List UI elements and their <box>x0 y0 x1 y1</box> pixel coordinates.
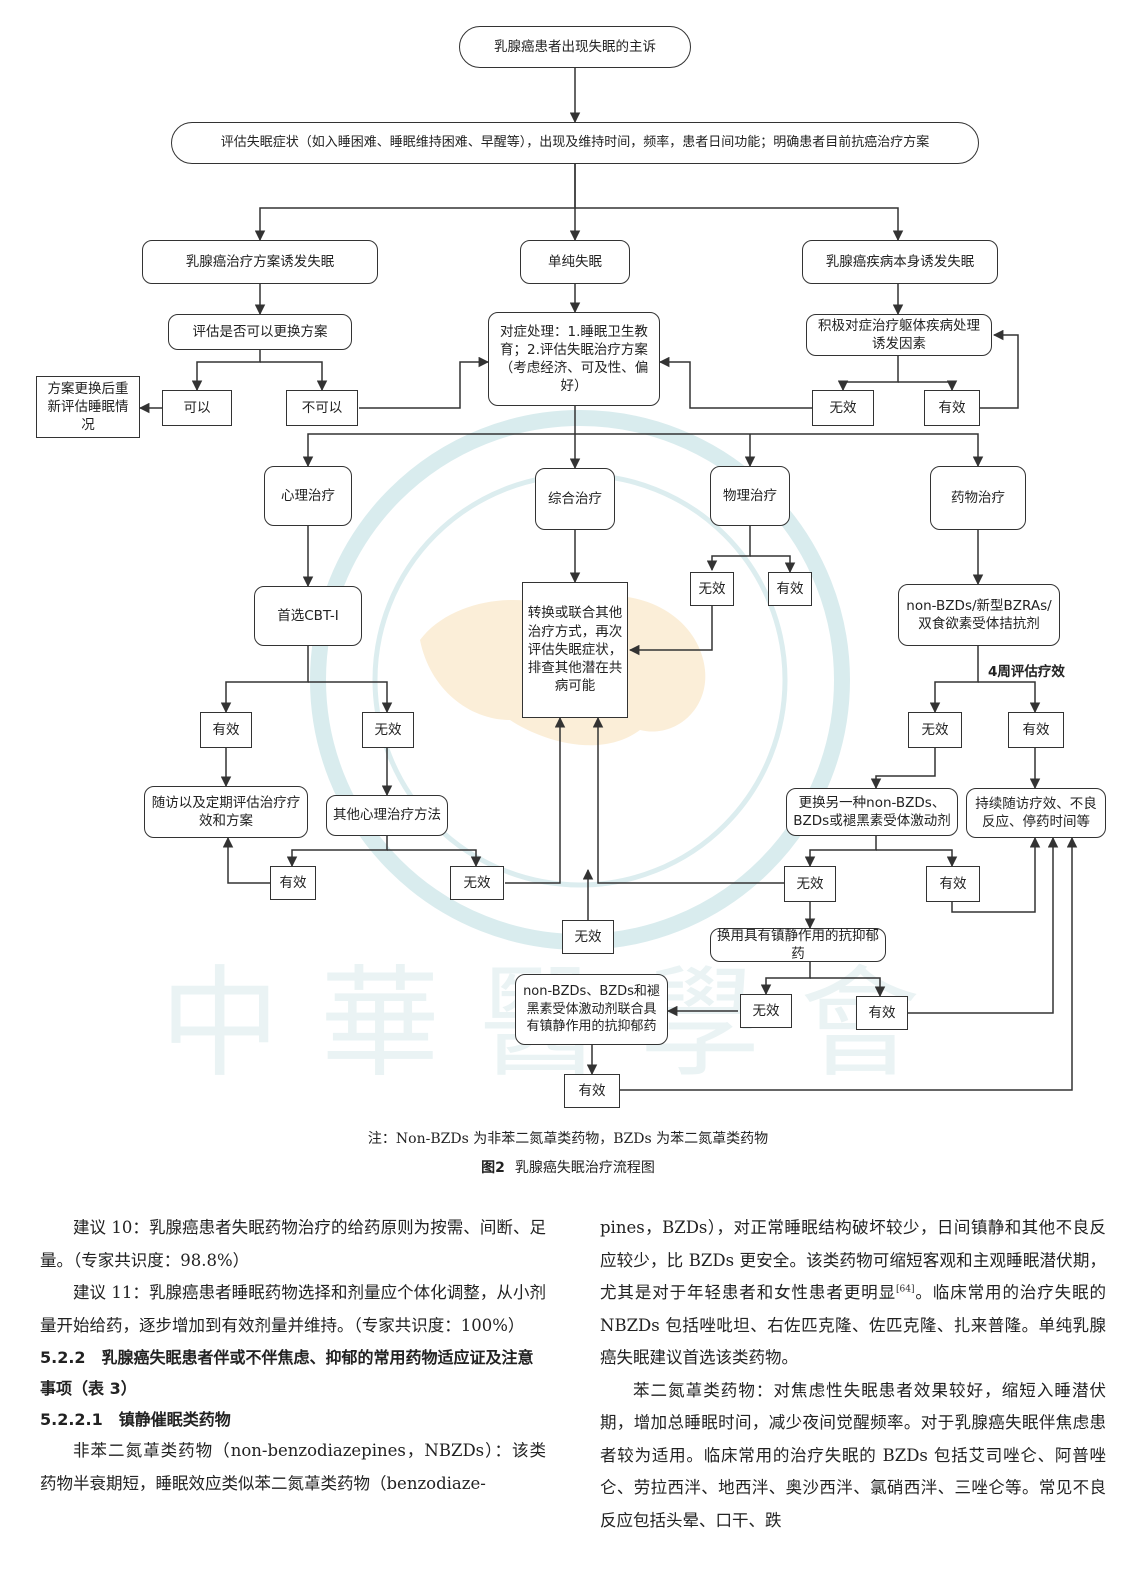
section-heading-5-2-2-1: 5.2.2.1 镇静催眠类药物 <box>40 1410 231 1429</box>
node-effective-1: 有效 <box>924 390 980 426</box>
node-op-effective: 有效 <box>270 866 316 900</box>
node-continue: 持续随访疗效、不良反应、停药时间等 <box>966 788 1106 838</box>
node-phys-effective: 有效 <box>768 572 812 606</box>
node-drug-effective: 有效 <box>1008 712 1064 748</box>
node-combo-effective: 有效 <box>564 1074 620 1108</box>
paragraph-recommendation-11: 建议 11：乳腺癌患者睡眠药物选择和剂量应个体化调整，从小剂量开始给药，逐步增加… <box>40 1283 546 1335</box>
node-drug-ineffective: 无效 <box>908 712 962 748</box>
figure-caption: 图2 乳腺癌失眠治疗流程图 <box>0 1157 1136 1177</box>
left-column: 建议 10：乳腺癌患者失眠药物治疗的给药原则为按需、间断、足量。（专家共识度：9… <box>40 1212 546 1500</box>
paragraph-nbzds: 非苯二氮䓬类药物（non-benzodiazepines，NBZDs）：该类药物… <box>40 1441 546 1493</box>
flowchart-connectors <box>138 68 1078 1091</box>
node-op-ineffective: 无效 <box>450 866 504 900</box>
node-treat-body: 积极对症治疗躯体疾病处理诱发因素 <box>806 314 992 356</box>
section-heading-5-2-2: 5.2.2 乳腺癌失眠患者伴或不伴焦虑、抑郁的常用药物适应证及注意事项（表 3） <box>40 1348 534 1398</box>
node-ineffective-top: 无效 <box>562 920 614 954</box>
node-cbti: 首选CBT-I <box>254 586 362 646</box>
node-ad-ineffective: 无效 <box>740 994 792 1028</box>
node-cd-ineffective: 无效 <box>784 866 836 902</box>
node-no-can: 不可以 <box>286 390 358 426</box>
node-cause-treatment: 乳腺癌治疗方案诱发失眠 <box>142 240 378 284</box>
reference-64: [64] <box>896 1284 915 1295</box>
node-switch: 转换或联合其他治疗方式，再次评估失眠症状，排查其他潜在共病可能 <box>522 582 628 718</box>
figure-note: 注：Non-BZDs 为非苯二氮䓬类药物，BZDs 为苯二氮䓬类药物 <box>367 1131 769 1147</box>
paragraph-recommendation-10: 建议 10：乳腺癌患者失眠药物治疗的给药原则为按需、间断、足量。（专家共识度：9… <box>40 1218 546 1270</box>
node-followup: 随访以及定期评估治疗疗效和方案 <box>144 786 308 838</box>
node-yes-can: 可以 <box>162 390 232 426</box>
node-drug-first: non-BZDs/新型BZRAs/双食欲素受体拮抗剂 <box>898 584 1060 646</box>
node-other-psych: 其他心理治疗方法 <box>326 795 448 836</box>
node-cbt-effective: 有效 <box>200 712 252 748</box>
node-drug: 药物治疗 <box>930 466 1026 530</box>
node-phys-ineffective: 无效 <box>690 572 734 606</box>
node-ad-effective: 有效 <box>856 996 908 1030</box>
node-change-reeval: 方案更换后重新评估睡眠情况 <box>36 376 140 438</box>
node-combo: non-BZDs、BZDs和褪黑素受体激动剂联合具有镇静作用的抗抑郁药 <box>515 974 668 1045</box>
right-column: pines，BZDs），对正常睡眠结构破坏较少，日间镇静和其他不良反应较少，比 … <box>600 1212 1106 1537</box>
node-cause-disease: 乳腺癌疾病本身诱发失眠 <box>802 240 998 284</box>
node-assess: 评估失眠症状（如入睡困难、睡眠维持困难、早醒等），出现及维持时间，频率，患者日间… <box>171 122 979 164</box>
paragraph-bzds: 苯二氮䓬类药物：对焦虑性失眠患者效果较好，缩短入睡潜伏期，增加总睡眠时间，减少夜… <box>600 1380 1106 1530</box>
node-physical: 物理治疗 <box>710 466 790 526</box>
node-simple-insomnia: 单纯失眠 <box>520 240 630 284</box>
node-start: 乳腺癌患者出现失眠的主诉 <box>459 26 691 68</box>
node-ineffective-1: 无效 <box>812 390 874 426</box>
figure-title: 乳腺癌失眠治疗流程图 <box>514 1160 655 1176</box>
node-can-change: 评估是否可以更换方案 <box>168 314 352 350</box>
node-psych: 心理治疗 <box>264 466 352 526</box>
paragraph-nbzds-continued: pines，BZDs），对正常睡眠结构破坏较少，日间镇静和其他不良反应较少，比 … <box>600 1218 1107 1367</box>
node-combined: 综合治疗 <box>535 468 615 530</box>
node-antidep: 换用具有镇静作用的抗抑郁药 <box>710 928 886 962</box>
figure-number: 图2 <box>481 1160 505 1176</box>
node-cbt-ineffective: 无效 <box>362 712 414 748</box>
node-cd-effective: 有效 <box>926 866 980 902</box>
node-symptomatic: 对症处理：1.睡眠卫生教育；2.评估失眠治疗方案（考虑经济、可及性、偏好） <box>488 312 660 406</box>
label-four-weeks: 4周评估疗效 <box>988 664 1065 680</box>
node-change-drug: 更换另一种non-BZDs、BZDs或褪黑素受体激动剂 <box>786 788 958 836</box>
